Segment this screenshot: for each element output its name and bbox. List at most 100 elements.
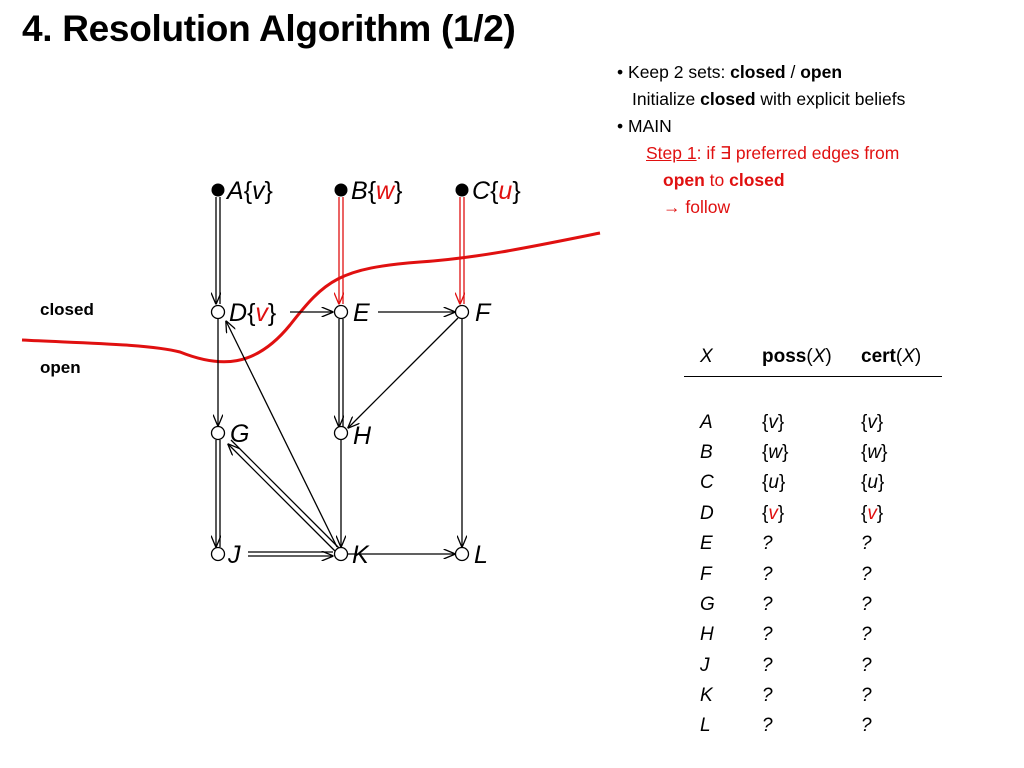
node-e-label: E <box>353 299 370 327</box>
open-term: open <box>663 170 705 190</box>
bullet-text: with explicit beliefs <box>755 89 906 109</box>
edge-k-d <box>226 321 338 548</box>
header-cert: cert(X) <box>861 338 942 377</box>
cell-cert: ? <box>861 593 872 615</box>
table-header-row: X poss(X) cert(X) <box>684 338 942 377</box>
cell-node: D <box>700 502 714 524</box>
cell-node: C <box>700 472 714 494</box>
node-g-marker <box>210 425 226 441</box>
node-f-label: F <box>475 299 492 327</box>
node-g-label: G <box>230 420 249 448</box>
table-row: L?? <box>684 711 942 741</box>
cell-cert: {w} <box>861 441 888 463</box>
cell-poss: ? <box>762 533 773 555</box>
header-poss: poss(X) <box>762 338 861 377</box>
separator-text: / <box>785 62 801 82</box>
table-row: G?? <box>684 590 942 620</box>
cell-cert: ? <box>861 563 872 585</box>
cell-node: G <box>700 593 715 615</box>
table-row: D {v} {v} <box>684 499 942 529</box>
node-a-label: A{v} <box>225 177 273 205</box>
node-h-label: H <box>353 422 372 450</box>
node-f-marker <box>454 304 470 320</box>
cell-node: A <box>700 411 713 433</box>
bullet-dot: • <box>617 116 624 136</box>
step-1-line-2: open to closed <box>617 167 905 194</box>
cell-cert: {v} <box>861 502 884 524</box>
table-row: J?? <box>684 651 942 681</box>
edge-c-f <box>460 197 464 304</box>
table-row: E?? <box>684 529 942 559</box>
cell-poss: ? <box>762 624 773 646</box>
node-k-marker <box>333 546 349 562</box>
node-c-label: C{u} <box>472 177 521 205</box>
step-1-follow: → follow <box>663 197 731 217</box>
cell-node: B <box>700 441 713 463</box>
closed-open-frontier <box>21 231 601 364</box>
node-b-marker <box>334 183 348 197</box>
node-l-marker <box>454 546 470 562</box>
table-row: A {v} {v} <box>684 407 942 437</box>
cell-cert: ? <box>861 715 872 737</box>
cell-node: E <box>700 533 713 555</box>
cell-poss: {v} <box>762 502 785 524</box>
table-row: F?? <box>684 559 942 589</box>
table-row: B {w} {w} <box>684 438 942 468</box>
cell-node: F <box>700 563 712 585</box>
node-j-label: J <box>227 541 241 569</box>
cell-cert: ? <box>861 654 872 676</box>
cell-poss: {w} <box>762 441 789 463</box>
closed-side-label: closed <box>40 300 94 319</box>
closed-term: closed <box>730 62 786 82</box>
edge-j-k <box>248 552 333 556</box>
bullet-main: • MAIN <box>617 113 905 140</box>
table-row: K?? <box>684 681 942 711</box>
step-1-text: : if ∃ preferred edges from <box>696 143 900 163</box>
bullet-list: • Keep 2 sets: closed / open Initialize … <box>617 59 905 221</box>
node-d-marker <box>210 304 226 320</box>
cell-node: J <box>700 654 710 676</box>
cell-node: L <box>700 715 711 737</box>
cell-cert: {u} <box>861 472 885 494</box>
node-h-marker <box>333 425 349 441</box>
bullet-text: Initialize <box>632 89 701 109</box>
node-c-marker <box>455 183 469 197</box>
open-side-label: open <box>40 358 81 377</box>
node-d-label: D{v} <box>229 299 276 327</box>
bullet-text: MAIN <box>628 116 672 136</box>
cell-cert: {v} <box>861 411 884 433</box>
node-l-label: L <box>474 541 488 569</box>
cell-poss: ? <box>762 654 773 676</box>
closed-term: closed <box>729 170 785 190</box>
table-row: C {u} {u} <box>684 468 942 498</box>
header-x: X <box>684 338 762 377</box>
step-1-label: Step 1 <box>646 143 697 163</box>
table-body: A{v}{v}B{w}{w}C{u}{u}D{v}{v}E??F??G??H??… <box>684 377 942 742</box>
edge-k-g <box>228 439 340 553</box>
belief-table: X poss(X) cert(X) A {v} {v} B {w} {w} C {u} {u} D… <box>684 338 942 742</box>
cell-poss: ? <box>762 593 773 615</box>
slide-title: 4. Resolution Algorithm (1/2) <box>22 8 516 49</box>
bullet-initialize: Initialize closed with explicit beliefs <box>617 86 905 113</box>
cell-cert: ? <box>861 533 872 555</box>
edge-f-h <box>348 317 459 428</box>
edge-b-e <box>339 197 343 304</box>
cell-poss: {v} <box>762 411 785 433</box>
cell-cert: ? <box>861 624 872 646</box>
node-k-label: K <box>352 541 370 569</box>
edge-a-d <box>216 197 220 304</box>
node-e-marker <box>333 304 349 320</box>
cell-node: K <box>700 685 713 707</box>
cell-poss: {u} <box>762 472 786 494</box>
table-spacer <box>684 377 942 408</box>
bullet-text: Keep 2 sets: <box>628 62 731 82</box>
node-j-marker <box>210 546 226 562</box>
edge-g-j <box>216 440 220 547</box>
cell-poss: ? <box>762 715 773 737</box>
cell-poss: ? <box>762 563 773 585</box>
bullet-dot: • <box>617 62 624 82</box>
cell-poss: ? <box>762 685 773 707</box>
step-1-line: Step 1: if ∃ preferred edges from <box>617 140 905 167</box>
edge-e-h <box>339 319 343 427</box>
node-a-marker <box>211 183 225 197</box>
